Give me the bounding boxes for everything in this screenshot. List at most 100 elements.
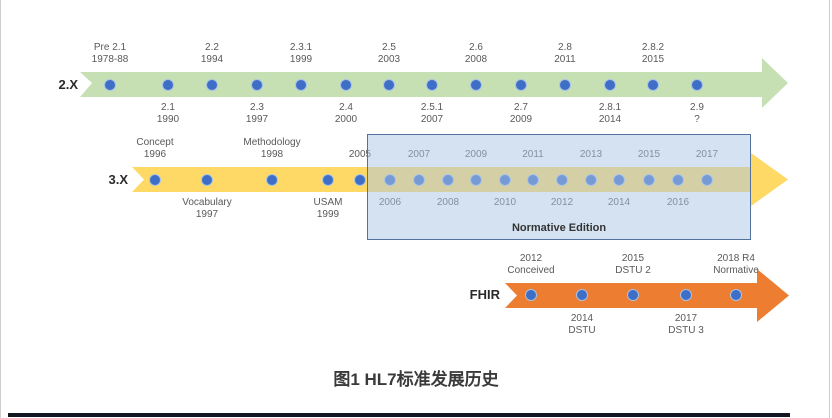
event-label-line: 2.8.2 [641,42,665,53]
timeline-dot [604,79,616,91]
timeline-dot [470,79,482,91]
event-label-line: 2.4 [339,102,353,113]
event-label-line: 2.5.1 [420,102,444,113]
figure-caption: 图1 HL7标准发展历史 [333,370,499,389]
timeline-label-3x: 3.X [108,172,128,187]
timeline-dot [426,79,438,91]
event-label-line: 2008 [464,54,488,65]
timeline-dot [162,79,174,91]
event-label-line: DSTU 3 [668,325,704,336]
page-bottom-bar [8,413,790,417]
event-label-line: 1996 [143,149,167,160]
event-label-line: 2.8.1 [598,102,622,113]
event-label-line: 1978-88 [91,54,129,65]
event-label-line: 2.3.1 [289,42,313,53]
event-label: 2.9? [659,102,735,126]
event-label-line: Concept [136,137,174,148]
event-label-line: 2000 [334,114,358,125]
event-label-line: Pre 2.1 [93,42,127,53]
event-label-line: DSTU [568,325,596,336]
event-label-line: 2.6 [469,42,483,53]
timeline-dot [266,174,278,186]
event-label-line: 1990 [156,114,180,125]
event-label-line: 2.7 [514,102,528,113]
event-label-line: 1994 [200,54,224,65]
timeline-dot [680,289,692,301]
event-label-line: 2.2 [205,42,219,53]
event-label-line: 1997 [195,209,219,220]
event-label-line: Normative [713,265,759,276]
timeline-dot [322,174,334,186]
timeline-dot [647,79,659,91]
event-label-line: Vocabulary [182,197,232,208]
timeline-dot [354,174,366,186]
event-label-line: ? [694,114,700,125]
event-label-line: DSTU 2 [615,265,651,276]
event-label-line: 2005 [348,149,372,160]
event-label-line: 2012 [519,253,543,264]
event-label-line: 2007 [420,114,444,125]
event-label-line: 1997 [245,114,269,125]
timeline-dot [383,79,395,91]
event-label-line: 2011 [554,54,576,65]
event-label-line: Conceived [507,265,555,276]
normative-edition-box: Normative Edition [367,134,751,240]
event-label-line: 1999 [289,54,313,65]
timeline-label-fhir: FHIR [469,287,500,302]
event-label-line: 2015 [641,54,665,65]
event-label-line: 2017 [674,313,698,324]
event-label-line: 2.1 [161,102,175,113]
event-label-line: 2.3 [250,102,264,113]
timeline-dot [627,289,639,301]
timeline-dot [206,79,218,91]
event-label-line: 1999 [316,209,340,220]
event-label-line: 2.9 [690,102,704,113]
event-label-line: USAM [313,197,343,208]
timeline-dot [201,174,213,186]
timeline-dot [515,79,527,91]
timeline-dot [559,79,571,91]
timeline-dot [340,79,352,91]
event-label-line: 2018 R4 [717,253,755,264]
timeline-dot [295,79,307,91]
event-label-line: Methodology [243,137,301,148]
timeline-dot [576,289,588,301]
normative-edition-label: Normative Edition [511,222,607,234]
page-left-edge-line [0,0,1,418]
event-label-line: 2.8 [558,42,572,53]
timeline-dot [251,79,263,91]
timeline-dot [104,79,116,91]
event-label-line: 2.5 [382,42,396,53]
event-label-line: 2015 [621,253,645,264]
event-label-line: 2014 [598,114,622,125]
timeline-dot [691,79,703,91]
event-label: 2005 [322,149,398,161]
event-label-line: 2014 [570,313,594,324]
page-right-edge-line [829,0,830,418]
event-label-line: 2009 [509,114,533,125]
timeline-dot [525,289,537,301]
